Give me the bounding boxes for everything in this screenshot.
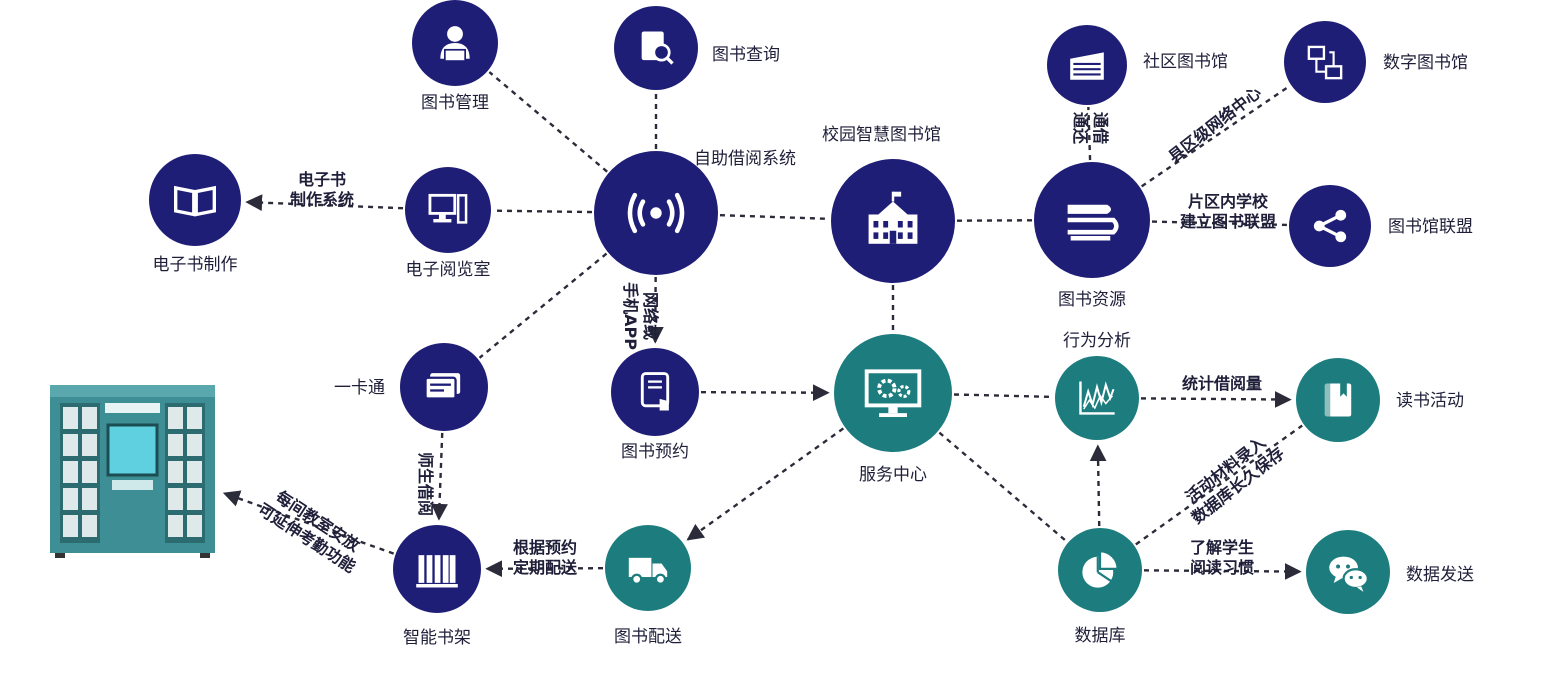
node-label: 自助借阅系统 — [694, 149, 796, 169]
edge-label-e-reading-room-to-ebook-making: 电子书制作系统 — [290, 170, 354, 209]
node-label: 校园智慧图书馆 — [822, 125, 941, 145]
node-ebook-making: 电子书制作 — [149, 154, 241, 275]
edge-service-center-to-database — [938, 431, 1068, 543]
card-icon — [424, 371, 462, 400]
node-community-library: 社区图书馆 — [1047, 25, 1228, 105]
node-label: 行为分析 — [1063, 331, 1131, 351]
edge-self-borrow-to-campus-library — [719, 213, 830, 221]
node-label: 电子阅览室 — [406, 260, 491, 280]
node-circle — [834, 334, 952, 452]
edge-label-self-borrow-to-book-reservation: 网络或手机APP — [621, 282, 660, 350]
node-label: 电子书制作 — [153, 255, 238, 275]
edge-e-reading-room-to-ebook-making — [245, 194, 404, 212]
edge-label-library-resources-to-community-library: 通借通还 — [1071, 112, 1110, 145]
node-e-reading-room: 电子阅览室 — [405, 167, 491, 280]
node-library-alliance: 图书馆联盟 — [1289, 185, 1473, 267]
edge-database-to-reading-activity — [1135, 424, 1303, 546]
edge-label-line: 通借 — [1091, 112, 1110, 144]
node-circle — [412, 0, 498, 86]
edge-label-line: 手机APP — [621, 282, 640, 350]
edge-label-smart-shelf-to-kiosk: 每间教室安放可延伸考勤功能 — [255, 483, 370, 577]
edge-database-to-wechat-push — [1143, 563, 1302, 580]
edge-one-card-to-smart-shelf — [431, 432, 448, 521]
edge-label-line: 电子书 — [298, 170, 346, 189]
edge-label-library-resources-to-digital-library: 县区级网络中心 — [1165, 83, 1265, 167]
node-circle — [405, 167, 491, 253]
node-circle — [611, 348, 699, 436]
node-label: 图书预约 — [621, 442, 689, 462]
node-circle — [1284, 21, 1366, 103]
node-digital-library: 数字图书馆 — [1284, 21, 1468, 103]
edge-label-database-to-wechat-push: 了解学生阅读习惯 — [1190, 538, 1254, 577]
edge-label-behavior-analysis-to-reading-activity: 统计借阅量 — [1182, 374, 1262, 393]
edge-book-reservation-to-service-center — [700, 384, 830, 402]
edge-library-resources-to-library-alliance — [1151, 220, 1288, 227]
node-self-borrow: 自助借阅系统 — [594, 149, 796, 275]
edge-self-borrow-to-one-card — [478, 252, 608, 359]
edge-library-resources-to-digital-library — [1140, 85, 1291, 188]
node-label: 图书配送 — [614, 627, 682, 647]
bookshelf-icon — [416, 555, 458, 588]
node-label: 图书资源 — [1058, 290, 1126, 310]
node-book-delivery: 图书配送 — [605, 525, 691, 647]
node-service-center: 服务中心 — [834, 334, 952, 485]
node-library-resources: 图书资源 — [1034, 162, 1150, 310]
books-stack-icon — [1068, 205, 1117, 238]
node-reading-activity: 读书活动 — [1296, 358, 1464, 442]
edge-label-library-resources-to-library-alliance: 片区内学校建立图书联盟 — [1180, 192, 1276, 231]
node-campus-library: 校园智慧图书馆 — [822, 125, 955, 283]
edge-label-line: 阅读习惯 — [1190, 558, 1254, 577]
node-label: 图书查询 — [712, 45, 780, 65]
edge-label-one-card-to-smart-shelf: 师生借阅 — [416, 452, 435, 516]
edge-label-line: 县区级网络中心 — [1165, 83, 1265, 167]
node-book-management: 图书管理 — [412, 0, 498, 113]
node-book-reservation: 图书预约 — [611, 348, 699, 462]
node-behavior-analysis: 行为分析 — [1055, 331, 1139, 440]
edge-label-line: 根据预约 — [513, 538, 577, 557]
edge-label-database-to-reading-activity: 活动材料录入数据库长久保存 — [1176, 428, 1288, 528]
edge-label-line: 网络或 — [641, 292, 660, 340]
node-label: 数据库 — [1075, 626, 1126, 646]
edge-label-line: 制作系统 — [290, 190, 354, 209]
node-label: 数据发送 — [1406, 565, 1474, 585]
node-one-card: 一卡通 — [334, 343, 488, 431]
edge-library-resources-to-community-library — [1087, 106, 1092, 161]
edge-label-line: 定期配送 — [512, 558, 578, 577]
node-label: 智能书架 — [403, 628, 471, 648]
edge-self-borrow-to-book-management — [488, 71, 608, 173]
node-circle — [1289, 185, 1371, 267]
node-label: 图书管理 — [421, 93, 489, 113]
kiosk-cabinet-icon — [50, 385, 215, 558]
edge-label-line: 通还 — [1071, 112, 1090, 145]
edge-behavior-analysis-to-reading-activity — [1140, 391, 1292, 408]
node-label: 读书活动 — [1396, 391, 1464, 411]
edge-self-borrow-to-e-reading-room — [492, 209, 593, 214]
node-label: 社区图书馆 — [1143, 52, 1228, 72]
node-circle — [1055, 356, 1139, 440]
node-book-search: 图书查询 — [614, 6, 780, 90]
edge-label-line: 片区内学校 — [1188, 192, 1269, 211]
edge-service-center-to-book-delivery — [686, 427, 845, 541]
edge-database-to-behavior-analysis — [1089, 444, 1107, 527]
edge-label-line: 建立图书联盟 — [1180, 212, 1276, 231]
node-label: 图书馆联盟 — [1388, 217, 1473, 237]
node-label: 数字图书馆 — [1383, 53, 1468, 73]
edge-service-center-to-behavior-analysis — [953, 393, 1054, 399]
node-smart-shelf: 智能书架 — [393, 525, 481, 648]
edge-label-book-delivery-to-smart-shelf: 根据预约定期配送 — [512, 538, 578, 577]
node-database: 数据库 — [1058, 528, 1142, 646]
edge-label-line: 了解学生 — [1190, 538, 1254, 557]
edge-label-line: 师生借阅 — [416, 452, 435, 516]
book-closed-icon — [1324, 383, 1352, 417]
node-label: 一卡通 — [334, 378, 385, 398]
edge-label-line: 统计借阅量 — [1182, 374, 1262, 393]
node-wechat-push: 数据发送 — [1306, 530, 1474, 614]
node-label: 服务中心 — [859, 465, 927, 485]
